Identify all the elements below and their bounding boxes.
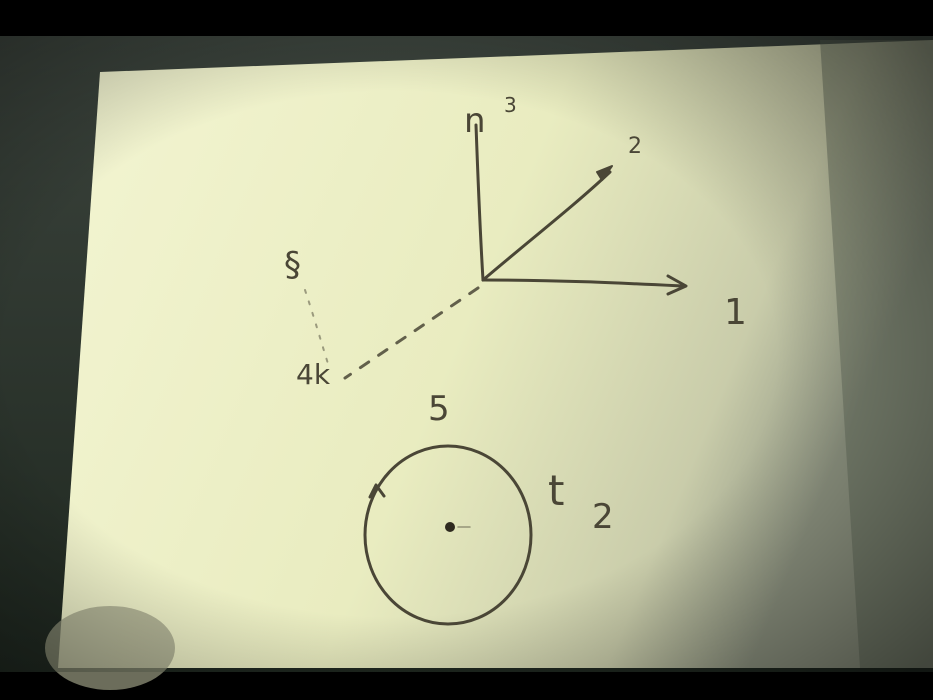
axis-right-arrowhead [666,274,688,296]
dashed-axis [343,286,480,380]
circle-arrowhead [368,483,386,499]
label-xi: § [284,245,301,285]
label-n: n [464,101,486,141]
circle-center-dot [445,522,455,532]
label-n-index: 3 [504,93,517,117]
label-t-sub: 2 [592,497,614,537]
axis-right-line [481,278,684,288]
drawing [304,123,688,626]
axis-diag-line [481,170,612,282]
label-axis-2: 2 [628,134,642,159]
label-4k: 4k [296,358,331,391]
vignette-overlay [0,36,933,672]
axis-up-line [474,123,485,282]
label-5: 5 [428,389,450,429]
circle-path [363,444,533,626]
dotted-connector [304,289,331,371]
axis-diag-arrowhead [596,165,613,181]
letterbox-top [0,0,933,36]
label-axis-1: 1 [724,292,747,333]
label-t: t [548,466,564,515]
